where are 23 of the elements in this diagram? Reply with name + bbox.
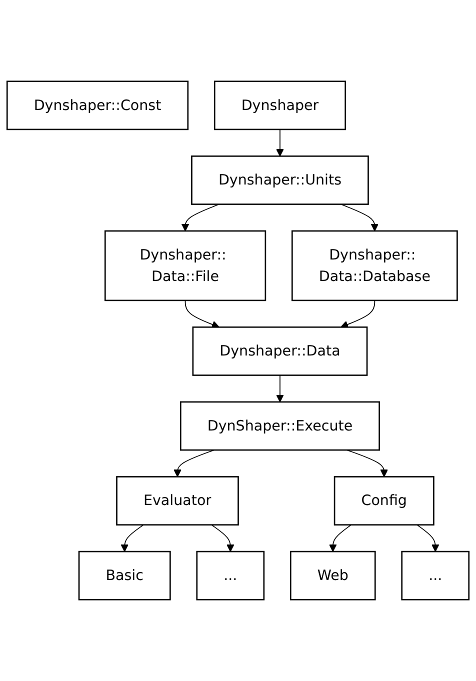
node-box: ... [401, 550, 470, 600]
node-box: Dynshaper::Units [191, 156, 369, 205]
node-box: Dynshaper:: Data::File [104, 230, 266, 302]
arrow [120, 524, 144, 552]
arrow [211, 524, 234, 552]
node-box: Basic [78, 550, 171, 600]
node-box: Config [334, 476, 434, 526]
node-box: Evaluator [116, 476, 239, 526]
node-box: Dynshaper::Data [192, 326, 368, 376]
arrow [184, 300, 220, 328]
node-box: Web [290, 550, 376, 600]
node-box: Dynshaper [214, 80, 346, 130]
arrow [340, 300, 376, 328]
arrow [416, 524, 440, 552]
arrow [276, 129, 284, 157]
node-box: Dynshaper::Const [6, 80, 189, 130]
node-box: DynShaper::Execute [180, 401, 380, 451]
arrow [328, 524, 352, 552]
node-box: Dynshaper:: Data::Database [291, 230, 458, 302]
arrow [276, 374, 284, 402]
arrow [340, 204, 379, 232]
arrow [181, 204, 220, 232]
node-box: ... [196, 550, 265, 600]
